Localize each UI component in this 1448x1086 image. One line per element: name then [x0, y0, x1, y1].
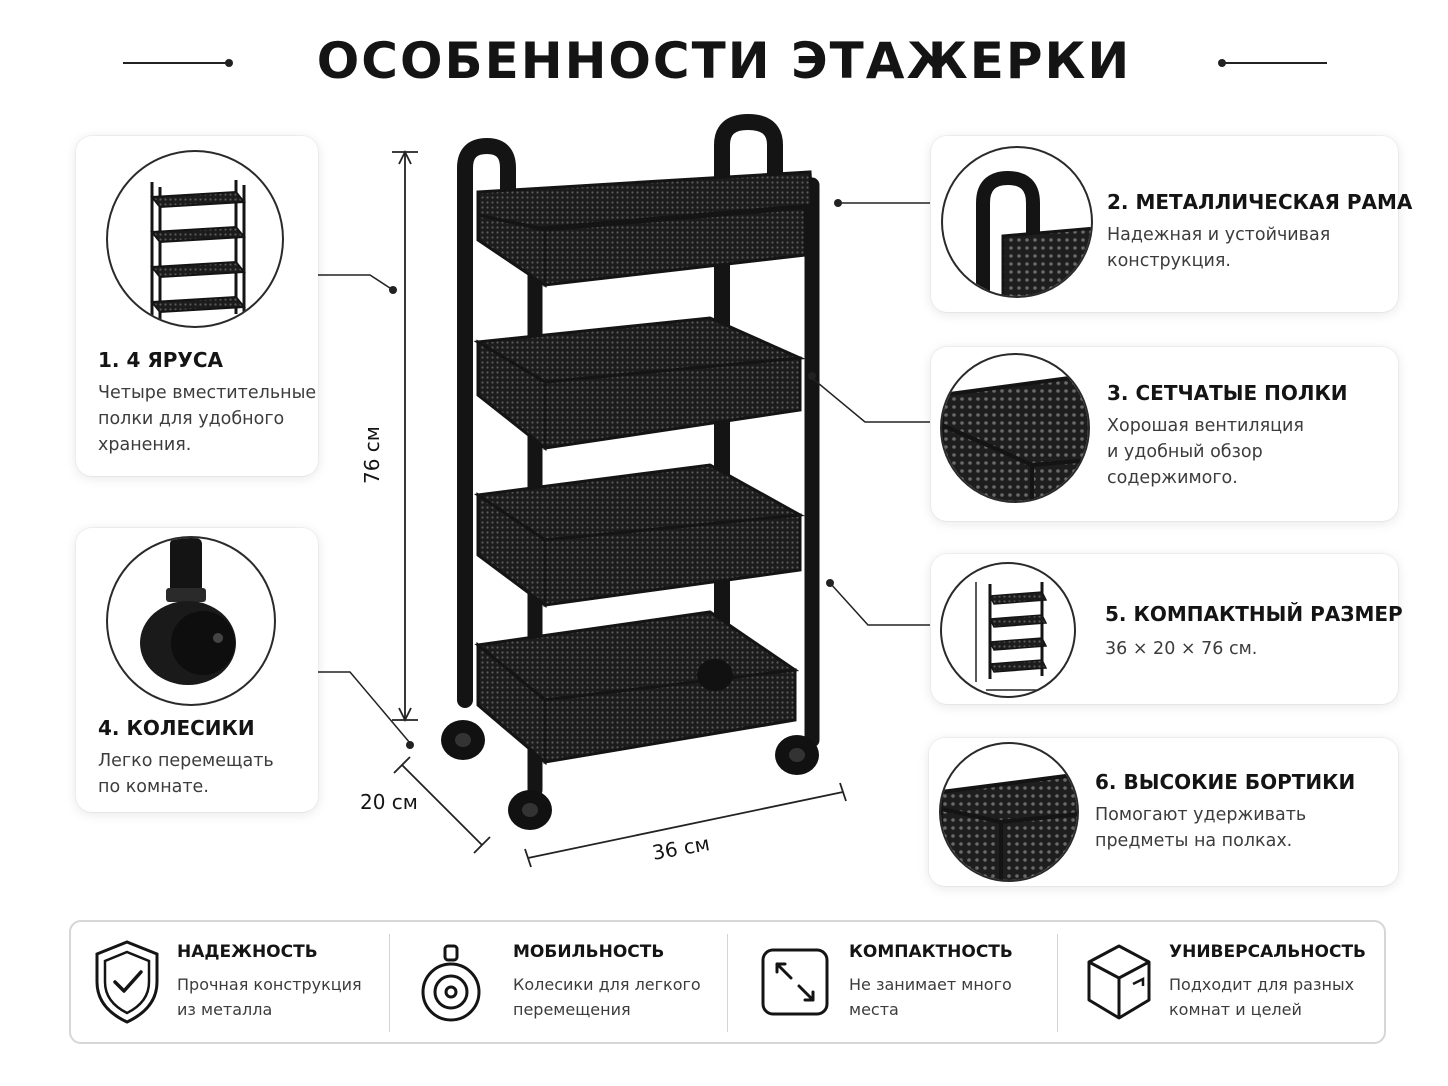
- cart-size-icon: [975, 582, 1052, 691]
- page-title: ОСОБЕННОСТИ ЭТАЖЕРКИ: [316, 32, 1132, 90]
- benefit-reliability-title: НАДЕЖНОСТЬ: [177, 942, 318, 962]
- frame-title: 2. МЕТАЛЛИЧЕСКАЯ РАМА: [1107, 190, 1413, 214]
- shelf-4: [474, 610, 800, 766]
- size-text: 36 × 20 × 76 см.: [1105, 639, 1258, 659]
- feature-card-wheels: 4. КОЛЕСИКИ Легко перемещать по комнате.: [76, 528, 318, 812]
- caster-wheel-icon: [140, 538, 236, 685]
- tiers-thumbnail: [106, 150, 284, 328]
- wheels-thumbnail: [106, 536, 276, 706]
- tiers-title: 1. 4 ЯРУСА: [98, 348, 223, 372]
- feature-card-tiers: 1. 4 ЯРУСА Четыре вместительные полки дл…: [76, 136, 318, 476]
- feature-card-frame: 2. МЕТАЛЛИЧЕСКАЯ РАМА Надежная и устойчи…: [931, 136, 1412, 312]
- title-row: ОСОБЕННОСТИ ЭТАЖЕРКИ: [0, 28, 1448, 98]
- sides-text: Помогают удерживать предметы на полках.: [1095, 805, 1307, 851]
- benefit-divider: [727, 934, 728, 1032]
- sides-thumbnail: [939, 742, 1079, 882]
- benefits-panel: НАДЕЖНОСТЬ Прочная конструкция из металл…: [69, 920, 1386, 1044]
- title-left-line: [123, 62, 228, 64]
- cart-wheels: [441, 659, 819, 830]
- caster-wheel-outline-icon: [415, 938, 487, 1026]
- benefit-divider: [1057, 934, 1058, 1032]
- benefit-divider: [389, 934, 390, 1032]
- frame-text: Надежная и устойчивая конструкция.: [1107, 225, 1331, 271]
- sides-title: 6. ВЫСОКИЕ БОРТИКИ: [1095, 770, 1356, 794]
- title-right-line: [1222, 62, 1327, 64]
- shelf-1: [476, 170, 814, 288]
- shelf-2: [473, 316, 806, 452]
- shelf-sides-icon: [941, 772, 1077, 880]
- depth-label: 20 см: [360, 790, 418, 814]
- feature-card-sides: 6. ВЫСОКИЕ БОРТИКИ Помогают удерживать п…: [929, 738, 1398, 886]
- mesh-thumbnail: [940, 353, 1090, 503]
- mesh-text: Хорошая вентиляция и удобный обзор содер…: [1107, 416, 1304, 488]
- feature-card-mesh: 3. СЕТЧАТЫЕ ПОЛКИ Хорошая вентиляция и у…: [931, 347, 1398, 521]
- depth-dimension-line: [393, 756, 491, 854]
- height-label: 76 см: [360, 426, 384, 484]
- frame-thumbnail: [941, 146, 1093, 298]
- shelf-3: [473, 463, 805, 608]
- frame-closeup-icon: [976, 170, 1091, 296]
- benefit-reliability-text: Прочная конструкция из металла: [177, 975, 362, 1019]
- benefit-mobility-title: МОБИЛЬНОСТЬ: [513, 942, 665, 962]
- cart-thumbnail-icon: [147, 180, 249, 326]
- mesh-title: 3. СЕТЧАТЫЕ ПОЛКИ: [1107, 381, 1348, 405]
- shield-check-icon: [91, 938, 163, 1026]
- size-title: 5. КОМПАКТНЫЙ РАЗМЕР: [1105, 602, 1403, 626]
- size-thumbnail: [940, 562, 1076, 698]
- wheels-title: 4. КОЛЕСИКИ: [98, 716, 255, 740]
- title-left-dot: [225, 59, 233, 67]
- wheels-text: Легко перемещать по комнате.: [98, 751, 274, 797]
- benefit-compact-title: КОМПАКТНОСТЬ: [849, 942, 1013, 962]
- box-icon: [1083, 938, 1155, 1026]
- benefit-universal-text: Подходит для разных комнат и целей: [1169, 975, 1355, 1019]
- benefit-compact-text: Не занимает много места: [849, 975, 1012, 1019]
- width-dimension-line: [524, 782, 847, 868]
- benefit-universal-title: УНИВЕРСАЛЬНОСТЬ: [1169, 942, 1367, 962]
- leader-dots: [389, 199, 842, 749]
- tiers-text: Четыре вместительные полки для удобного …: [98, 383, 317, 455]
- benefit-mobility-text: Колесики для легкого перемещения: [513, 975, 701, 1019]
- compress-arrows-icon: [759, 938, 831, 1026]
- feature-card-size: 5. КОМПАКТНЫЙ РАЗМЕР 36 × 20 × 76 см.: [931, 554, 1403, 704]
- mesh-closeup-icon: [942, 373, 1088, 501]
- height-dimension-line: [392, 149, 418, 723]
